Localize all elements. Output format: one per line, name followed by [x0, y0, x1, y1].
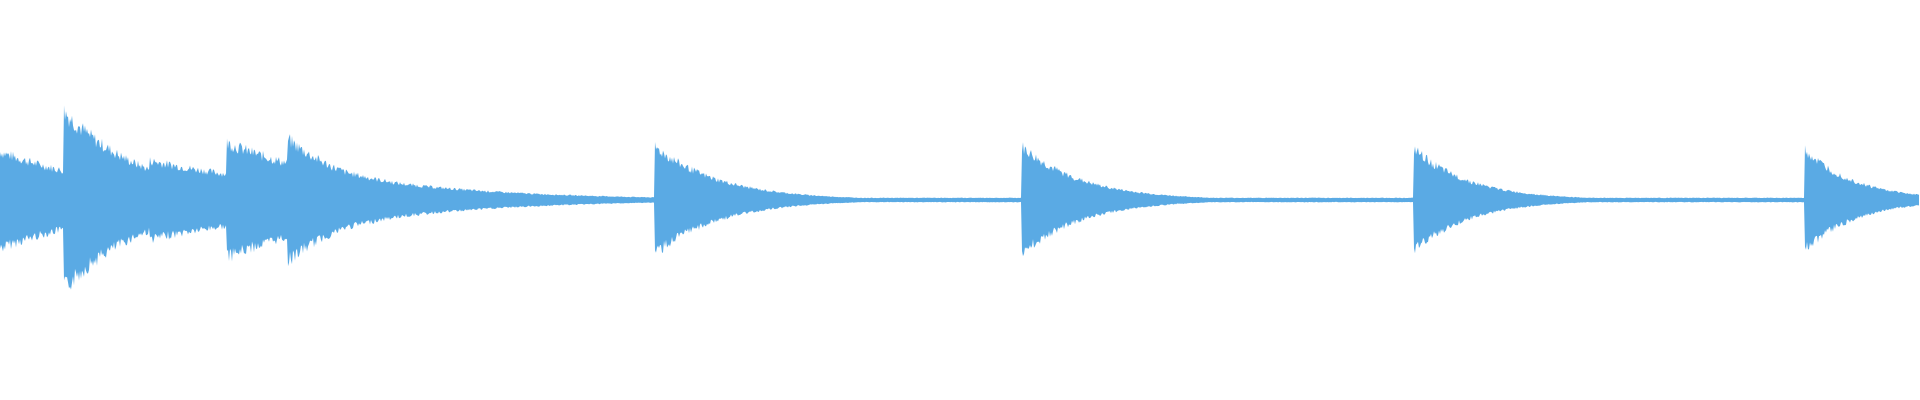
waveform-shape	[0, 105, 1919, 290]
